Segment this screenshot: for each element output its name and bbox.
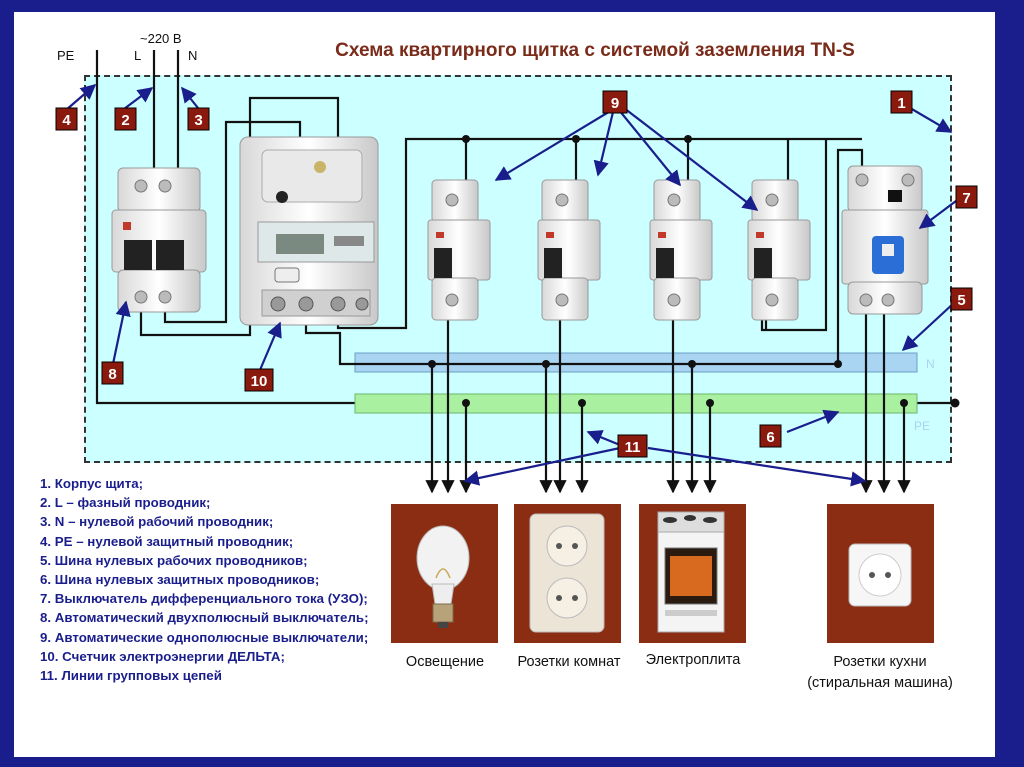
- caption-lighting: Освещение: [405, 654, 485, 670]
- legend-item: 7. Выключатель дифференциального тока (У…: [40, 591, 368, 607]
- legend-item: 9. Автоматические однополюсные выключате…: [40, 629, 369, 645]
- single-socket-icon: [848, 543, 912, 607]
- legend-item: 3. N – нулевой рабочий проводник;: [40, 514, 274, 530]
- electric-stove-icon: [657, 511, 725, 633]
- two-pole-breaker: [111, 167, 207, 313]
- legend-item: 1. Корпус щита;: [40, 476, 144, 491]
- callout-9: 9: [602, 90, 628, 114]
- diagram-title: Схема квартирного щитка с системой зазем…: [335, 40, 855, 61]
- svg-text:2: 2: [121, 112, 129, 129]
- svg-text:1: 1: [897, 95, 905, 112]
- callout-2: 2: [114, 107, 137, 131]
- callout-5: 5: [950, 287, 973, 311]
- stove-load: [639, 504, 746, 643]
- supply-pe-label: PE: [57, 48, 75, 63]
- single-pole-breaker-4: [747, 179, 811, 321]
- junction-dots: [428, 135, 960, 408]
- svg-text:7: 7: [962, 190, 970, 207]
- electricity-meter: [239, 136, 379, 326]
- caption-room-sockets: Розетки комнат: [517, 654, 621, 670]
- svg-text:9: 9: [611, 95, 619, 112]
- callout-8: 8: [101, 361, 124, 385]
- callout-arrows: [65, 83, 961, 487]
- legend-item: 2. L – фазный проводник;: [40, 495, 211, 511]
- n-bus-bar: [354, 352, 918, 373]
- double-socket-icon: [529, 513, 605, 633]
- supply-voltage-label: ~220 В: [140, 31, 182, 46]
- svg-text:4: 4: [62, 112, 71, 129]
- svg-text:6: 6: [766, 429, 774, 446]
- legend-item: 11. Линии групповых цепей: [40, 668, 222, 684]
- svg-text:10: 10: [251, 373, 268, 390]
- svg-text:8: 8: [108, 366, 116, 383]
- single-pole-breaker-1: [427, 179, 491, 321]
- callout-4: 4: [55, 107, 78, 131]
- single-pole-breaker-3: [649, 179, 713, 321]
- kitchen-sockets-load: [827, 504, 934, 643]
- callout-10: 10: [244, 368, 274, 392]
- callout-6: 6: [759, 424, 782, 448]
- supply-l-label: L: [134, 48, 141, 63]
- callout-1: 1: [890, 90, 913, 114]
- single-pole-breaker-2: [537, 179, 601, 321]
- lighting-load: [391, 504, 498, 643]
- legend-list: 1. Корпус щита; 2. L – фазный проводник;…: [40, 474, 380, 685]
- svg-text:11: 11: [625, 439, 641, 456]
- legend-item: 5. Шина нулевых рабочих проводников;: [40, 552, 308, 568]
- light-bulb-icon: [416, 525, 470, 628]
- legend-item: 6. Шина нулевых защитных проводников;: [40, 572, 320, 588]
- caption-kitchen-sockets: Розетки кухни (стиральная машина): [807, 654, 953, 691]
- n-bus-label: N: [926, 357, 935, 371]
- pe-bus-label: PE: [914, 419, 930, 433]
- legend-item: 10. Счетчик электроэнергии ДЕЛЬТА;: [40, 648, 285, 664]
- svg-text:5: 5: [957, 292, 965, 309]
- callout-3: 3: [187, 107, 210, 131]
- callout-11: 11: [617, 434, 648, 458]
- svg-text:3: 3: [194, 112, 202, 129]
- supply-n-label: N: [188, 48, 197, 63]
- legend-item: 8. Автоматический двухполюсный выключате…: [40, 610, 369, 626]
- legend-item: 4. PE – нулевой защитный проводник;: [40, 533, 294, 549]
- rcd-device: [841, 165, 929, 315]
- room-sockets-load: [514, 504, 621, 643]
- pe-bus-bar: [354, 393, 918, 414]
- callout-7: 7: [955, 185, 978, 209]
- caption-stove: Электроплита: [645, 652, 741, 668]
